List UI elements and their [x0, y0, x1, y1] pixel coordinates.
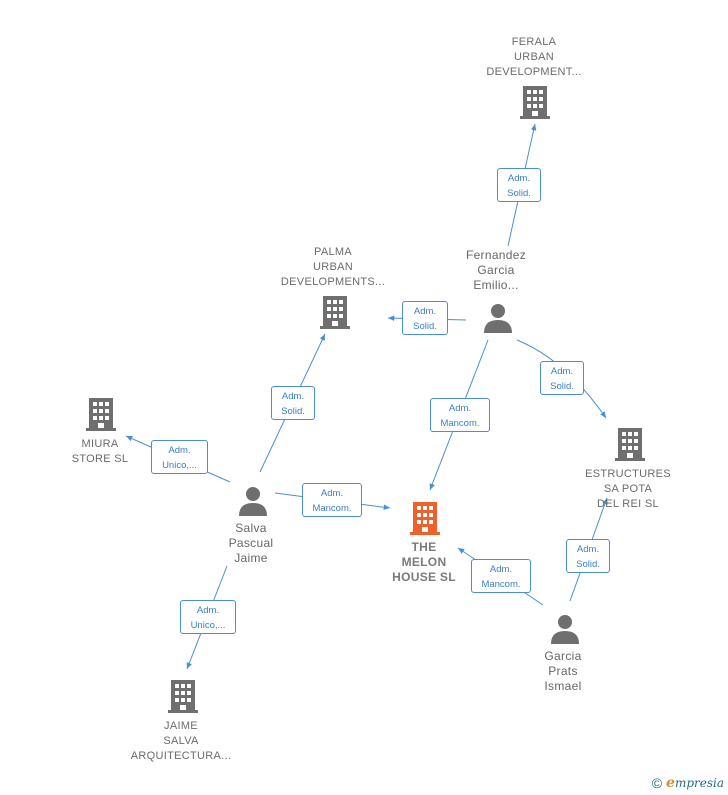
- edge-label-fernandez-melon[interactable]: Adm. Mancom.: [430, 398, 490, 432]
- building-icon: [520, 86, 550, 119]
- node-label-garcia[interactable]: Garcia Prats Ismael: [544, 649, 582, 693]
- node-label-miura[interactable]: MIURA STORE SL: [71, 438, 129, 465]
- node-label-melon[interactable]: THE MELON HOUSE SL: [392, 540, 456, 584]
- edge-label-salva-jaime[interactable]: Adm. Unico,...: [180, 600, 236, 634]
- copyright-symbol: ©: [651, 775, 663, 791]
- person-icon: [484, 304, 512, 333]
- edge-label-fernandez-estructures[interactable]: Adm. Solid.: [540, 361, 584, 395]
- edge-label-salva-palma[interactable]: Adm. Solid.: [271, 386, 315, 420]
- edge-label-fernandez-ferala[interactable]: Adm. Solid.: [497, 168, 541, 202]
- node-label-salva[interactable]: Salva Pascual Jaime: [228, 521, 274, 565]
- edge-label-salva-melon[interactable]: Adm. Mancom.: [302, 483, 362, 517]
- node-label-ferala[interactable]: FERALA URBAN DEVELOPMENT...: [486, 36, 582, 78]
- node-label-jaime[interactable]: JAIME SALVA ARQUITECTURA...: [130, 720, 232, 762]
- building-icon: [86, 398, 116, 431]
- person-icon: [239, 487, 267, 516]
- edge-label-garcia-melon[interactable]: Adm. Mancom.: [471, 559, 531, 593]
- brand-name: mpresia: [674, 776, 724, 790]
- edge-label-garcia-estructures[interactable]: Adm. Solid.: [566, 539, 610, 573]
- edge-label-fernandez-palma[interactable]: Adm. Solid.: [402, 301, 448, 335]
- edge-label-salva-miura[interactable]: Adm. Unico,...: [151, 440, 208, 474]
- person-icon: [551, 615, 579, 644]
- brand-logo: © empresia: [652, 775, 724, 791]
- building-icon: [615, 428, 645, 461]
- node-label-fernandez[interactable]: Fernandez Garcia Emilio...: [465, 248, 527, 292]
- brand-initial: e: [666, 775, 675, 791]
- building-icon: [168, 680, 198, 713]
- building-icon: [320, 296, 350, 329]
- building-icon-focus: [410, 502, 440, 535]
- node-label-estructures[interactable]: ESTRUCTURES SA POTA DEL REI SL: [585, 468, 671, 510]
- node-label-palma[interactable]: PALMA URBAN DEVELOPMENTS...: [280, 246, 386, 288]
